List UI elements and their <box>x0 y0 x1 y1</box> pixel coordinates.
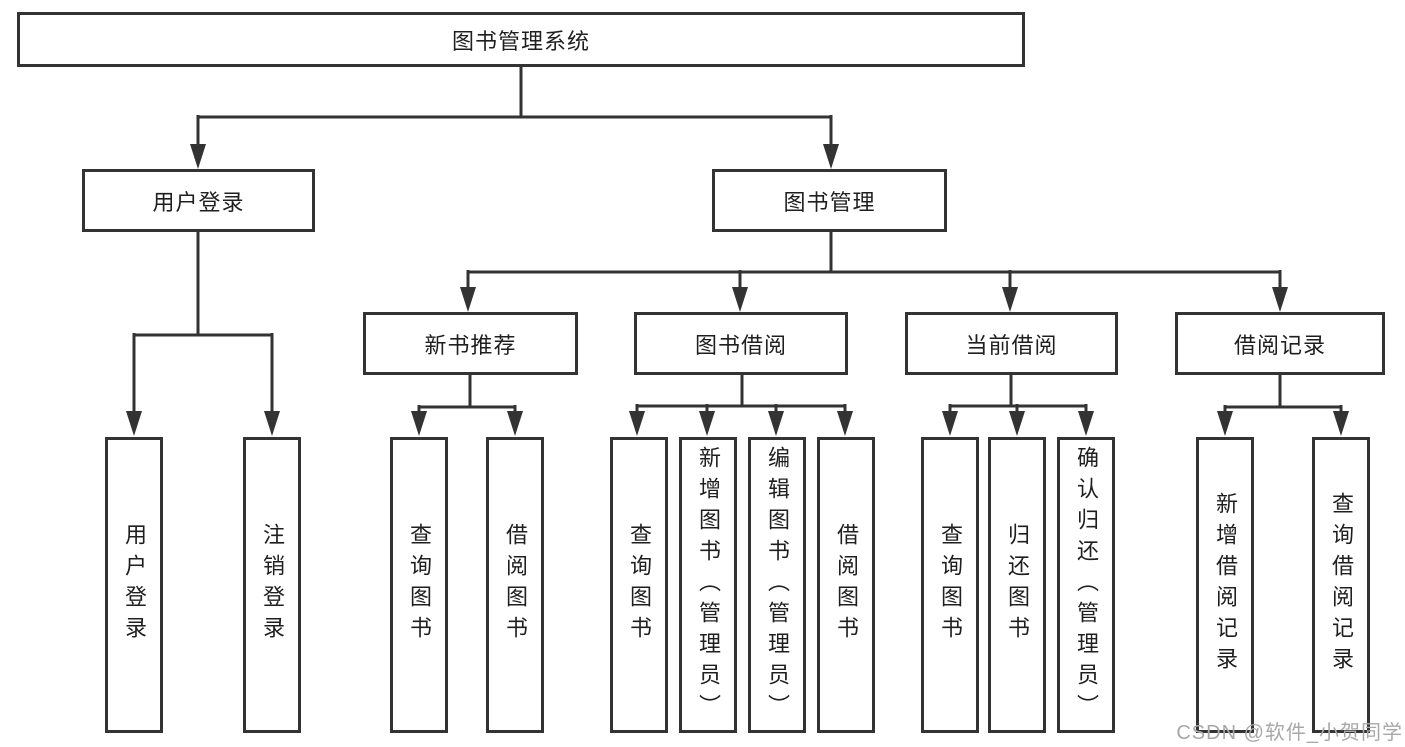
node-leaf-query-book-2: 查询图书 <box>610 437 668 733</box>
node-book-mgmt: 图书管理 <box>712 169 947 232</box>
node-leaf-logout: 注销登录 <box>243 437 301 733</box>
branch-root <box>190 67 839 169</box>
node-leaf-query-book-1: 查询图书 <box>390 437 448 733</box>
node-leaf-add-record: 新增借阅记录 <box>1196 437 1254 733</box>
branch-current-borrow <box>942 375 1094 436</box>
node-current-borrow: 当前借阅 <box>905 312 1118 375</box>
node-leaf-borrow-book-2: 借阅图书 <box>817 437 875 733</box>
branch-user-login <box>126 232 280 436</box>
node-leaf-query-book-3: 查询图书 <box>921 437 979 733</box>
node-leaf-query-record: 查询借阅记录 <box>1312 437 1370 733</box>
node-leaf-user-login: 用户登录 <box>105 437 163 733</box>
node-new-book-rec: 新书推荐 <box>363 312 578 375</box>
node-book-borrow: 图书借阅 <box>634 312 848 375</box>
node-leaf-add-book: 新增图书（管理员） <box>679 437 737 733</box>
node-user-login: 用户登录 <box>82 169 315 232</box>
node-leaf-edit-book: 编辑图书（管理员） <box>748 437 806 733</box>
node-leaf-return-book: 归还图书 <box>988 437 1046 733</box>
node-leaf-borrow-book-1: 借阅图书 <box>486 437 544 733</box>
node-leaf-confirm-return: 确认归还（管理员） <box>1057 437 1115 733</box>
watermark: CSDN @软件_小贺同学 <box>1176 722 1403 744</box>
node-root: 图书管理系统 <box>17 12 1025 67</box>
branch-book-borrow <box>629 375 853 436</box>
branch-book-mgmt <box>460 232 1288 312</box>
branch-borrow-record <box>1217 375 1349 436</box>
node-borrow-record: 借阅记录 <box>1175 312 1385 375</box>
branch-new-book-rec <box>411 375 523 436</box>
